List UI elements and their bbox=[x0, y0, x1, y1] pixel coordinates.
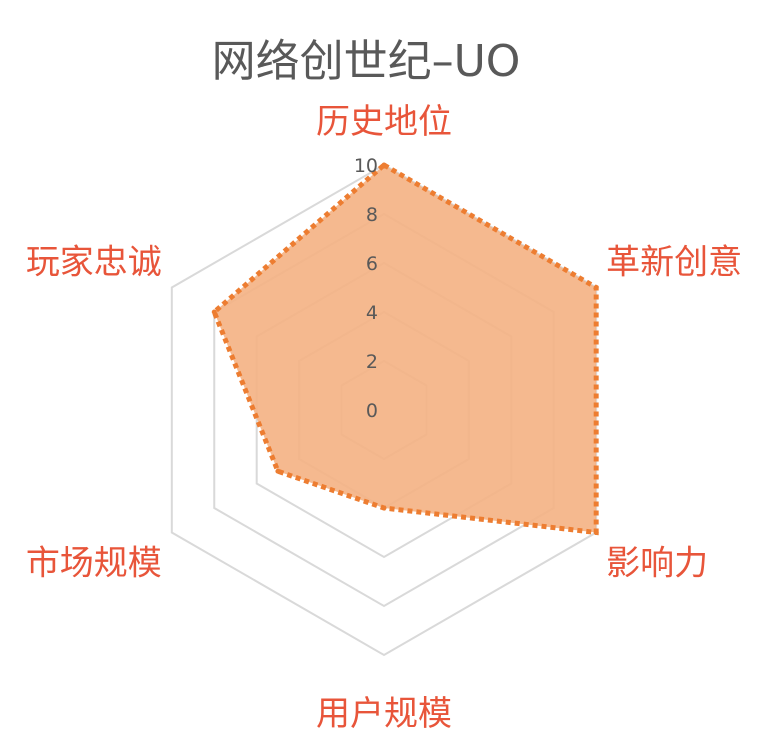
data-point-4 bbox=[275, 468, 281, 474]
category-label-2: 影响力 bbox=[606, 544, 708, 584]
data-point-2 bbox=[593, 530, 599, 535]
category-label-4: 市场规模 bbox=[26, 544, 162, 584]
radial-ticks: 0 2 4 6 8 10 bbox=[354, 155, 378, 422]
data-point-3 bbox=[381, 505, 387, 511]
tick-label-8: 8 bbox=[366, 204, 378, 226]
tick-label-6: 6 bbox=[366, 253, 378, 275]
series-area bbox=[211, 161, 599, 536]
category-label-1: 革新创意 bbox=[606, 243, 742, 283]
tick-label-2: 2 bbox=[366, 351, 378, 373]
category-label-0: 历史地位 bbox=[316, 102, 452, 142]
data-point-0 bbox=[381, 162, 387, 168]
chart-title: 网络创世纪–UO bbox=[212, 36, 521, 87]
data-point-1 bbox=[593, 285, 599, 290]
radar-series bbox=[211, 161, 599, 536]
data-point-5 bbox=[211, 309, 217, 315]
category-label-3: 用户规模 bbox=[316, 694, 452, 730]
category-label-5: 玩家忠诚 bbox=[26, 243, 162, 283]
tick-label-0: 0 bbox=[366, 400, 378, 422]
tick-label-10: 10 bbox=[354, 155, 378, 177]
tick-label-4: 4 bbox=[366, 302, 378, 324]
